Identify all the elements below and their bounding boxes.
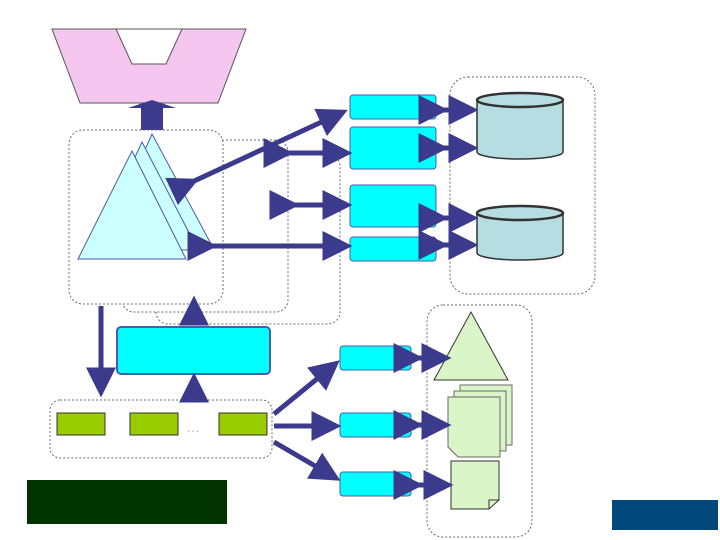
dark-label-box: [27, 480, 227, 524]
output-document: [450, 460, 500, 510]
output-block-1: [339, 345, 412, 371]
output-block-2: [339, 412, 412, 438]
funnel-shape: [51, 28, 247, 104]
output-document-stack: [447, 384, 513, 458]
output-triangle: [433, 310, 509, 381]
connector-block-1: [349, 94, 437, 120]
output-block-3: [339, 471, 412, 497]
central-block: [116, 326, 271, 375]
connector-block-4: [349, 236, 437, 262]
queue-item-3: [218, 412, 268, 436]
database-cylinder-2: [475, 204, 565, 261]
output-document-fold: [488, 499, 499, 509]
queue-item-2: [129, 412, 179, 436]
connector-block-3: [349, 184, 437, 228]
arrow-queue-output3: [272, 439, 341, 481]
queue-item-1: [56, 412, 106, 436]
navy-corner-box: [612, 500, 718, 530]
database-cylinder-1: [475, 91, 565, 160]
storage-group-frame: [449, 76, 596, 295]
triangle-stack-icon: [77, 132, 211, 260]
connector-block-2: [349, 126, 437, 170]
queue-ellipsis: …: [186, 419, 200, 435]
arrow-queue-output1: [272, 360, 340, 416]
